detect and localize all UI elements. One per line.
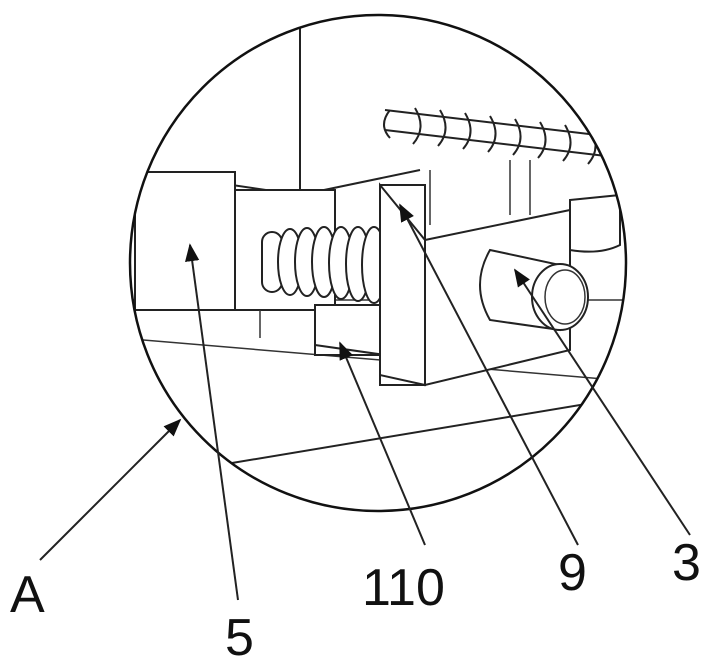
label-110: 110 [362, 559, 445, 617]
detail-contents [130, 15, 626, 511]
leader-5 [185, 243, 239, 601]
part-3-pin [479, 248, 589, 332]
detail-circle [128, 13, 628, 513]
leader-9 [399, 203, 579, 546]
leader-110 [339, 341, 426, 546]
part-110-slot [314, 304, 386, 356]
leader-a [39, 418, 182, 561]
label-a: A [10, 566, 45, 624]
label-9: 9 [558, 544, 587, 602]
label-5: 5 [225, 609, 254, 666]
leader-3 [514, 268, 691, 536]
label-3: 3 [672, 534, 701, 592]
spring-lower [261, 226, 387, 304]
